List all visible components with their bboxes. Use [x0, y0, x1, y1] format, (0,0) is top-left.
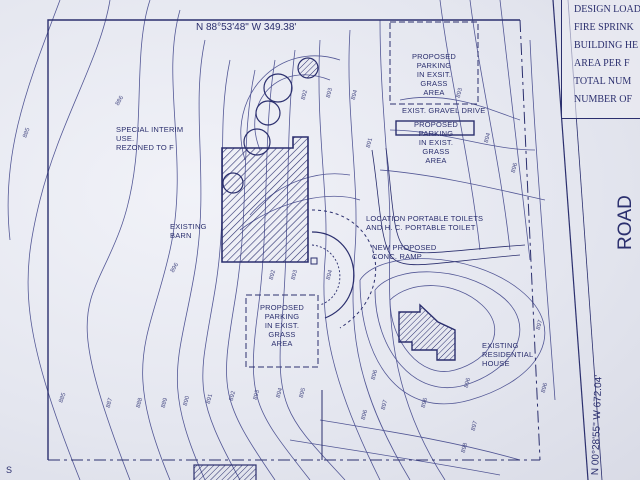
gravel-drive-label: EXIST. GRAVEL DRIVE — [402, 106, 486, 115]
trees — [222, 57, 319, 194]
legend-row: NUMBER OF — [574, 94, 633, 105]
existing-barn-shape — [221, 136, 309, 263]
proposed-parking-bottom-label: PROPOSED PARKING IN EXIST. GRASS AREA — [259, 303, 305, 348]
legend-row: BUILDING HE — [574, 40, 639, 51]
design-data-table: DESIGN LOAD FIRE SPRINK BUILDING HE AREA… — [561, 0, 640, 119]
existing-house-label: EXISTING RESIDENTIAL HOUSE — [482, 341, 534, 368]
ramp-shape — [310, 209, 377, 329]
property-boundary — [47, 0, 603, 480]
existing-house-shape — [398, 303, 456, 361]
road-label: ROAD — [615, 195, 636, 250]
parking-area-outlines — [245, 21, 479, 368]
proposed-parking-top-label: PROPOSED PARKING IN EXSIT. GRASS AREA — [411, 52, 457, 97]
proposed-parking-mid-label: PROPOSED PARKING IN EXIST. GRASS AREA — [413, 120, 459, 165]
gravel-drive — [371, 147, 526, 266]
portable-toilets-label: LOCATION PORTABLE TOILETS AND H. C. PORT… — [366, 214, 484, 232]
existing-barn-label: EXISTING BARN — [170, 222, 207, 240]
legend-row: FIRE SPRINK — [574, 22, 634, 33]
parking-rectangle — [395, 120, 475, 136]
corner-letter: S — [6, 465, 13, 475]
legend-row: AREA PER F — [574, 58, 630, 69]
north-bearing: N 88°53'48" W 349.38' — [196, 22, 297, 33]
special-interim-label: SPECIAL INTERIM USE. REZONED TO F — [116, 125, 184, 152]
legend-row: TOTAL NUM — [574, 76, 632, 87]
new-ramp-label: NEW PROPOSED CONC. RAMP — [372, 243, 437, 261]
legend-row: DESIGN LOAD — [574, 4, 640, 15]
building-bottom — [193, 464, 257, 480]
